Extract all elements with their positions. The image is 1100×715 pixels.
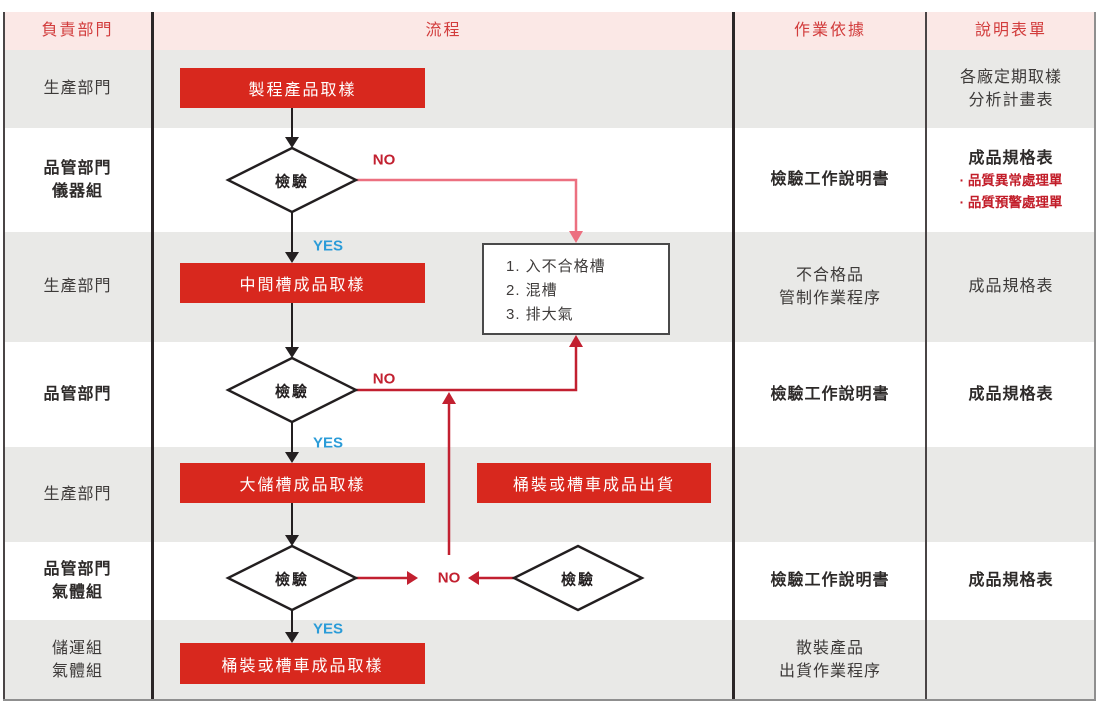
form-text: 成品規格表 [968, 572, 1054, 590]
dept-cell-row4: 品管部門 [3, 342, 152, 447]
table-right-edge [1094, 12, 1096, 700]
dept-cell-row2: 品管部門儀器組 [3, 128, 152, 232]
dept-text: 生產部門 [43, 278, 112, 296]
header-dept-label: 負責部門 [41, 22, 114, 40]
header-process: 流程 [154, 12, 733, 50]
basis-cell-row2: 檢驗工作說明書 [735, 128, 925, 232]
header-basis: 作業依據 [735, 12, 925, 50]
basis-text: 不合格品 [795, 266, 864, 284]
form-cell-row4: 成品規格表 [927, 342, 1095, 447]
process-box-label: 製程產品取樣 [248, 82, 357, 99]
basis-text: 檢驗工作說明書 [770, 385, 890, 403]
yes-label-2: YES [312, 434, 344, 452]
header-form: 說明表單 [927, 12, 1095, 50]
no-label-1: NO [372, 151, 396, 169]
dept-text: 氣體組 [51, 663, 103, 680]
form-bullet-red: · 品質預警處理單 [959, 194, 1063, 210]
basis-text: 散裝產品 [795, 639, 864, 657]
process-box-label: 桶裝或槽車成品取樣 [221, 657, 384, 675]
column-divider-2 [732, 12, 735, 700]
decision-label-3: 檢驗 [274, 571, 310, 589]
form-cell-row3: 成品規格表 [927, 232, 1095, 342]
basis-text: 檢驗工作說明書 [770, 171, 890, 189]
process-box-label: 大儲槽成品取樣 [239, 477, 366, 494]
form-text: 成品規格表 [968, 149, 1054, 167]
no-label-2: NO [372, 370, 396, 388]
dept-cell-row6: 品管部門氣體組 [3, 542, 152, 620]
basis-text: 管制作業程序 [778, 290, 881, 307]
basis-text: 出貨作業程序 [778, 663, 881, 680]
dept-text: 品管部門 [43, 159, 112, 177]
column-divider-3 [925, 12, 927, 700]
yes-label-1: YES [312, 237, 344, 255]
form-text: 成品規格表 [968, 385, 1054, 403]
header-process-label: 流程 [425, 22, 462, 40]
form-cell-row6: 成品規格表 [927, 542, 1095, 620]
basis-text: 檢驗工作說明書 [770, 572, 890, 590]
header-form-label: 說明表單 [974, 22, 1047, 40]
dept-text: 氣體組 [51, 584, 103, 601]
basis-cell-row7: 散裝產品出貨作業程序 [735, 620, 925, 700]
reject-options-box: 1. 入不合格槽 2. 混槽 3. 排大氣 [482, 243, 670, 335]
process-box-label: 中間槽成品取樣 [239, 277, 366, 294]
dept-cell-row7: 儲運組氣體組 [3, 620, 152, 700]
basis-cell-row6: 檢驗工作說明書 [735, 542, 925, 620]
no-label-3: NO [437, 569, 461, 587]
process-box-label: 桶裝或槽車成品出貨 [512, 477, 675, 494]
reject-option-line: 3. 排大氣 [506, 305, 574, 323]
process-box-barrel: 桶裝或槽車成品取樣 [180, 643, 425, 684]
decision-label-1: 檢驗 [274, 173, 310, 191]
dept-text: 生產部門 [43, 485, 112, 503]
header-band [3, 12, 1096, 50]
dept-cell-row5: 生產部門 [3, 447, 152, 542]
decision-label-4: 檢驗 [560, 571, 596, 589]
table-bottom-edge [3, 699, 1096, 701]
basis-cell-row3: 不合格品管制作業程序 [735, 232, 925, 342]
row-band-7 [3, 620, 1096, 700]
form-bullet-red: · 品質異常處理單 [959, 173, 1063, 188]
dept-text: 品管部門 [43, 385, 112, 403]
process-box-big-tank: 大儲槽成品取樣 [180, 463, 425, 503]
column-divider-1 [151, 12, 154, 700]
form-cell-row1: 各廠定期取樣分析計畫表 [927, 50, 1095, 128]
dept-text: 品管部門 [43, 560, 112, 578]
process-box-sampling: 製程產品取樣 [180, 68, 425, 108]
basis-cell-row4: 檢驗工作說明書 [735, 342, 925, 447]
form-cell-row2: 成品規格表 · 品質異常處理單 · 品質預警處理單 [927, 128, 1095, 232]
form-text: 分析計畫表 [968, 92, 1054, 109]
header-basis-label: 作業依據 [793, 22, 866, 40]
yes-label-3: YES [312, 620, 344, 638]
table-left-edge [3, 12, 5, 700]
dept-text: 儀器組 [51, 183, 103, 200]
form-text: 成品規格表 [968, 278, 1054, 296]
decision-label-2: 檢驗 [274, 383, 310, 401]
header-dept: 負責部門 [3, 12, 152, 50]
process-box-mid-tank: 中間槽成品取樣 [180, 263, 425, 303]
process-box-shipment: 桶裝或槽車成品出貨 [477, 463, 711, 503]
dept-cell-row3: 生產部門 [3, 232, 152, 342]
dept-text: 儲運組 [51, 639, 103, 657]
dept-text: 生產部門 [43, 80, 112, 98]
reject-option-line: 1. 入不合格槽 [506, 257, 606, 275]
form-text: 各廠定期取樣 [959, 68, 1062, 86]
dept-cell-row1: 生產部門 [3, 50, 152, 128]
reject-option-line: 2. 混槽 [506, 281, 558, 299]
